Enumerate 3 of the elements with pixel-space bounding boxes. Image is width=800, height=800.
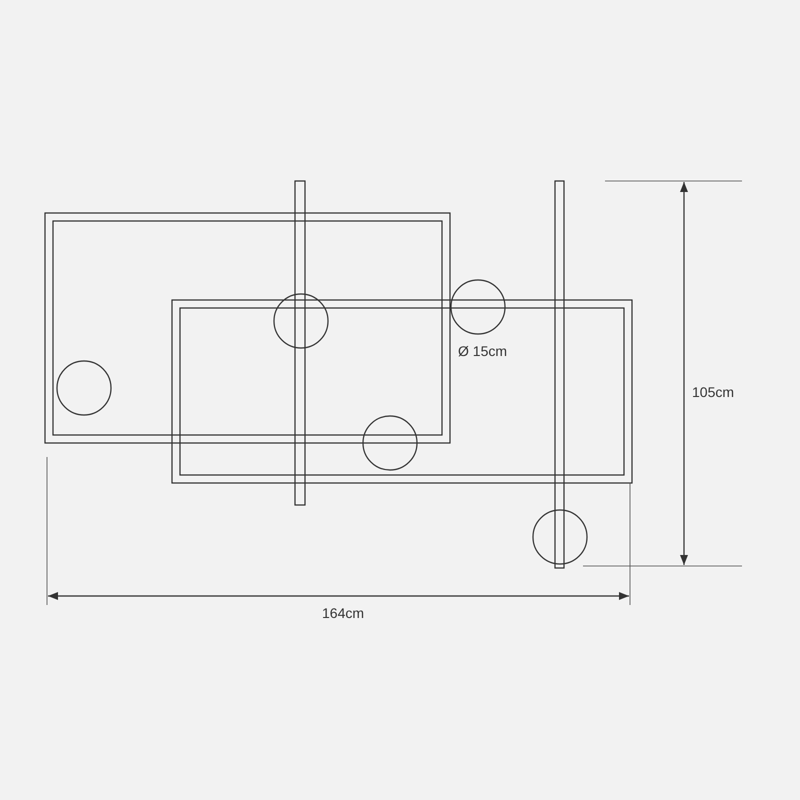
- dimension-label: 164cm: [322, 605, 364, 621]
- dimension-label: Ø 15cm: [458, 343, 508, 359]
- dimension-label: 105cm: [692, 384, 734, 400]
